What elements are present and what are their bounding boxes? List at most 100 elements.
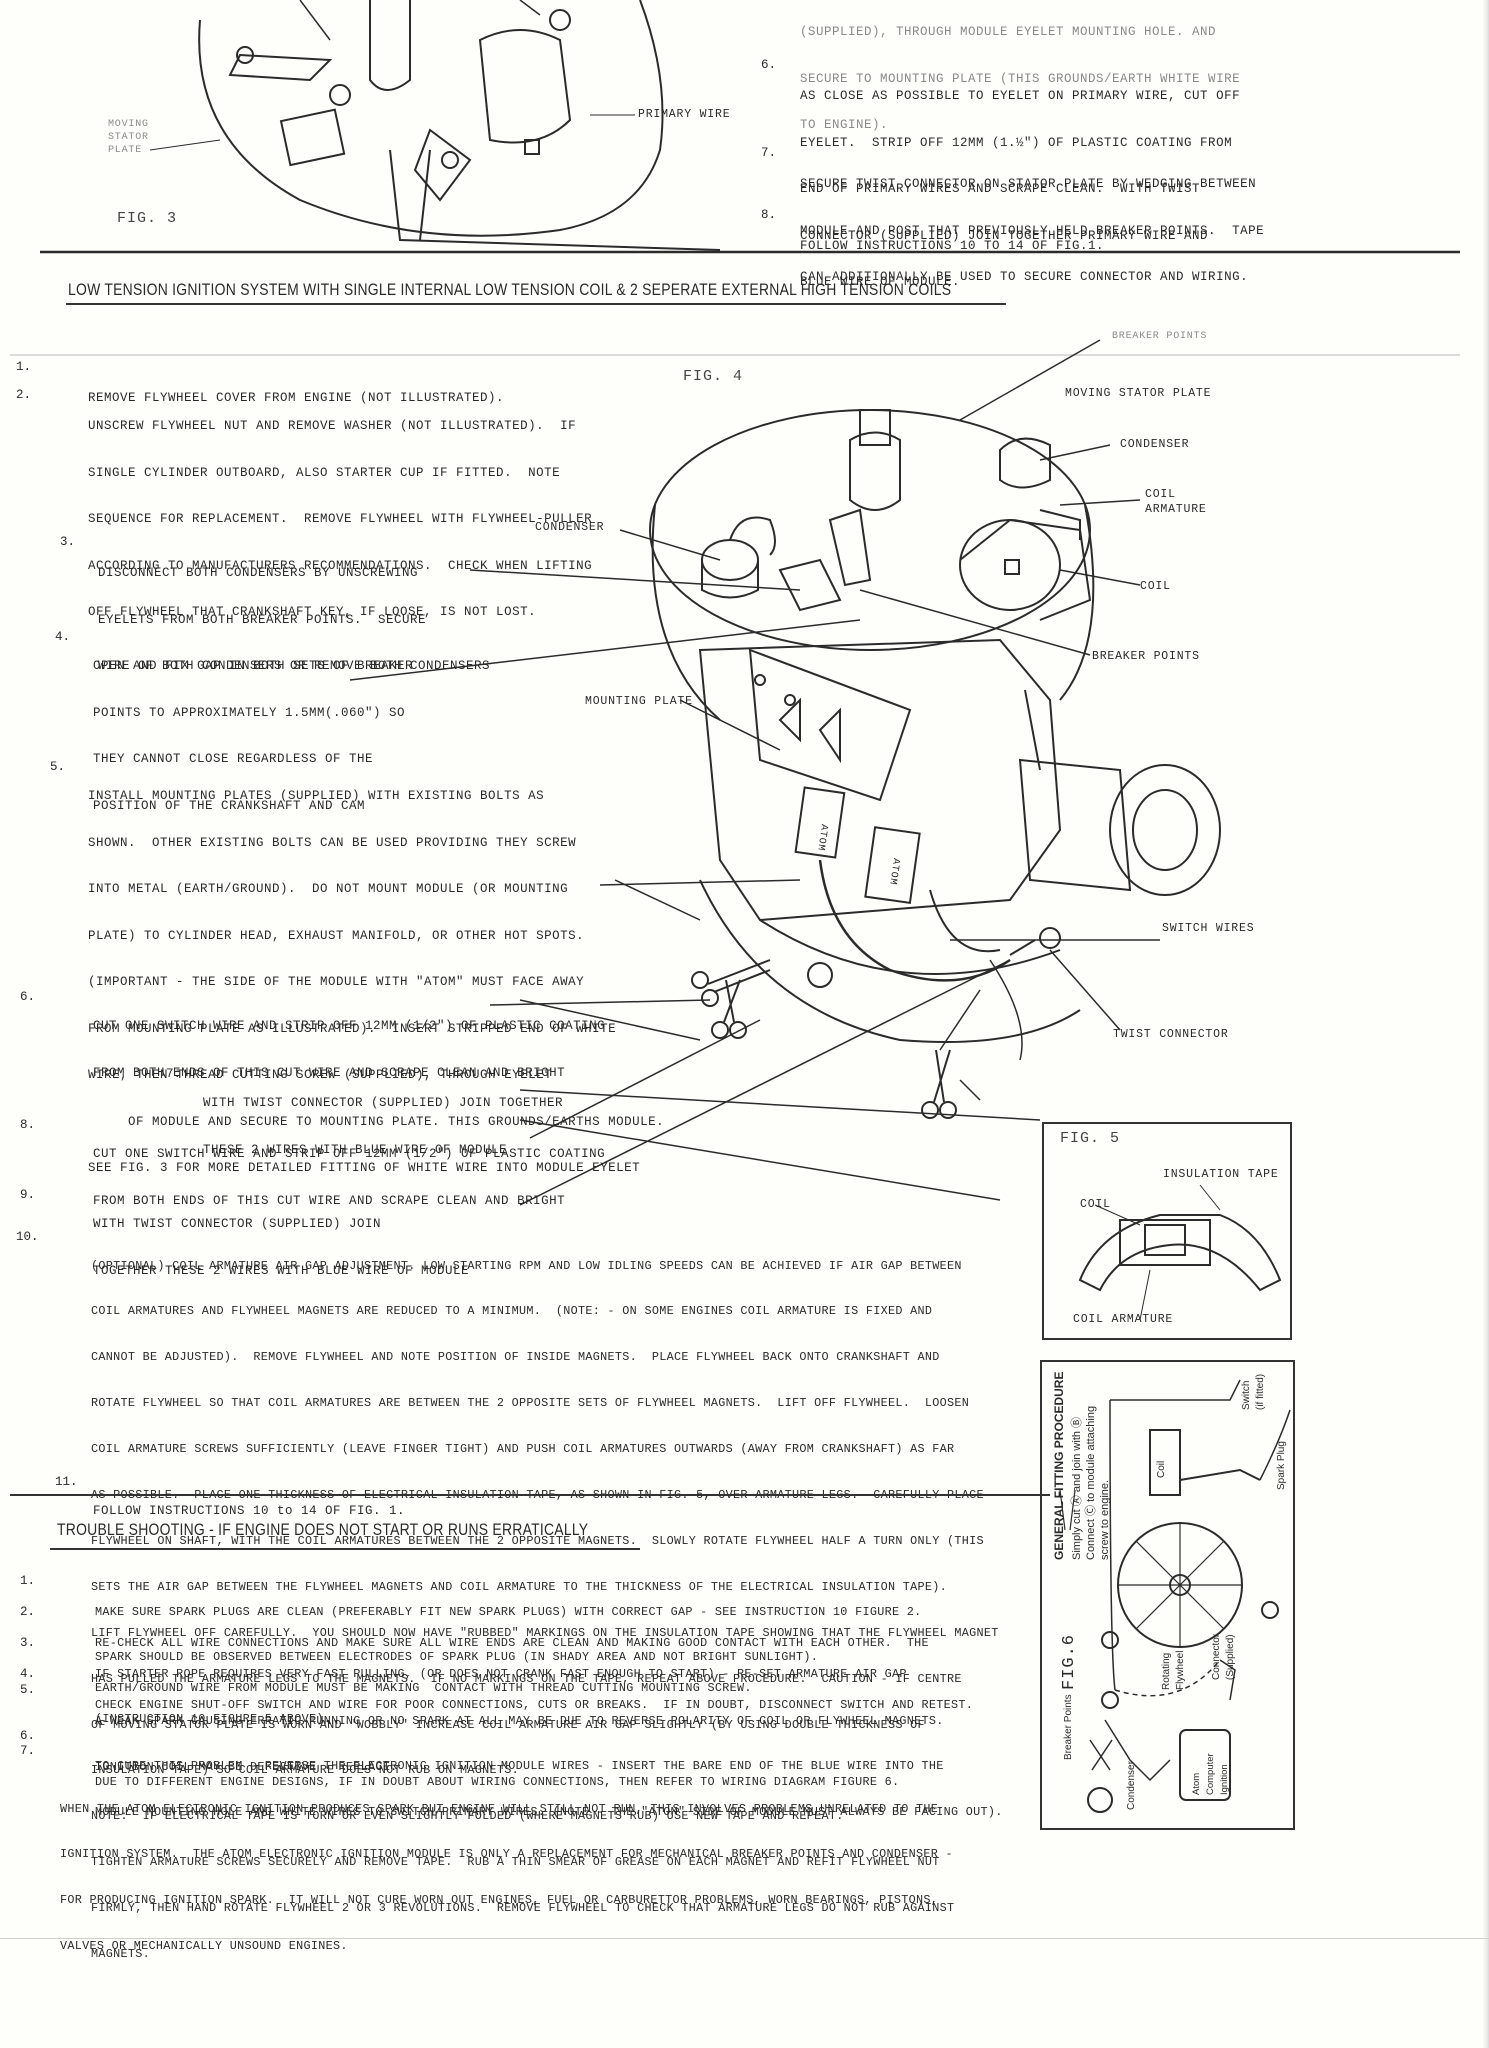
text-line: (SUPPLIED), THROUGH MODULE EYELET MOUNTI… — [800, 25, 1217, 39]
fig6-atom-label: Atom Computer Ignition — [1191, 1753, 1230, 1795]
fig4-cam-post — [849, 431, 901, 511]
s1-step-5-text: INSTALL MOUNTING PLATES (SUPPLIED) WITH … — [88, 758, 664, 1208]
text-line: CHECK ENGINE SHUT-OFF SWITCH AND WIRE FO… — [95, 1697, 974, 1712]
top-step-6-number: 6. — [761, 58, 777, 72]
s1-step-3-text: DISCONNECT BOTH CONDENSERS BY UNSCREWING… — [98, 535, 490, 706]
s1-step-1-text: REMOVE FLYWHEEL COVER FROM ENGINE (NOT I… — [88, 360, 504, 438]
text-line: THESE 2 WIRES WITH BLUE WIRE OF MODULE — [203, 1142, 508, 1157]
top-step-8-number: 8. — [761, 208, 777, 222]
trouble-7-number: 7. — [20, 1744, 36, 1758]
text-line: CAN ADDITIONALLY BE USED TO SECURE CONNE… — [800, 270, 1249, 284]
text-line: VALVES OR MECHANICALLY UNSOUND ENGINES. — [60, 1939, 348, 1954]
text-line: OF MODULE AND SECURE TO MOUNTING PLATE. … — [88, 1114, 665, 1129]
top-step-5-continued: (SUPPLIED), THROUGH MODULE EYELET MOUNTI… — [800, 0, 1240, 165]
fig6-switch-label: Switch (if fitted) — [1241, 1373, 1266, 1410]
page-edge — [1482, 0, 1488, 2048]
text-line: INTO METAL (EARTH/GROUND). DO NOT MOUNT … — [88, 882, 569, 896]
text-line: DUE TO DIFFERENT ENGINE DESIGNS, IF IN D… — [95, 1774, 900, 1789]
s1-step-3-number: 3. — [60, 535, 76, 549]
fig6-condenser-label: Condenser — [1126, 1761, 1137, 1810]
trouble-6-number: 6. — [20, 1729, 36, 1743]
s1-step-4-number: 4. — [55, 630, 71, 644]
section-divider — [10, 1494, 1050, 1496]
s1-step-2-number: 2. — [16, 388, 32, 402]
fig3-primary-wire-label: PRIMARY WIRE — [638, 108, 731, 121]
top-step-8-text: FOLLOW INSTRUCTIONS 10 TO 14 OF FIG.1. — [800, 208, 1104, 286]
text-line: ACCORDING TO MANUFACTURERS RECOMMENDATIO… — [88, 558, 593, 573]
text-line: BLUE WIRE OF MODULE. — [800, 275, 961, 289]
text-line: WIRE OF BOTH CONDENSERS OR REMOVE BOTH C… — [98, 659, 491, 673]
fig6-module — [1179, 1729, 1231, 1801]
text-line: RE-CHECK ALL WIRE CONNECTIONS AND MAKE S… — [95, 1635, 929, 1650]
fig4-switch-wires-label: SWITCH WIRES — [1162, 922, 1255, 935]
text-line: EYELET. STRIP OFF 12MM (1.½") OF PLASTIC… — [800, 135, 1233, 150]
text-line: UNSCREW FLYWHEEL NUT AND REMOVE WASHER (… — [88, 419, 577, 433]
trouble-7-text: DUE TO DIFFERENT ENGINE DESIGNS, IF IN D… — [95, 1744, 899, 1820]
fig4-twist-connector-left — [807, 962, 833, 988]
s1-step-6-number: 6. — [20, 990, 36, 1004]
fig4-twist-connector-right — [1039, 927, 1061, 949]
fig6-caption: FIG.6 — [1060, 1633, 1079, 1690]
fig4-breaker-points — [778, 558, 842, 612]
text-line: (INSTRUCTION 10 FIGURE 5 ABOVE). — [95, 1712, 332, 1727]
trouble-3-number: 3. — [20, 1636, 36, 1650]
text-line: POSITION OF THE CRANKSHAFT AND CAM — [93, 798, 366, 813]
trouble-3-text: IF STARTER ROPE REQUIRES VERY FAST PULLI… — [95, 1636, 907, 1758]
fig5-caption: FIG. 5 — [1060, 1130, 1121, 1147]
fig5-coil — [1119, 1219, 1211, 1266]
fig4-breaker-points-label: BREAKER POINTS — [1092, 650, 1200, 663]
fig6-coil-label: Coil — [1156, 1460, 1167, 1478]
top-step-6-text: AS CLOSE AS POSSIBLE TO EYELET ON PRIMAR… — [800, 58, 1240, 322]
text-line: DISCONNECT BOTH CONDENSERS BY UNSCREWING — [98, 566, 419, 580]
fig4-moving-stator-plate-label: MOVING STATOR PLATE — [1065, 387, 1212, 400]
text-line: WIRE, THEN THREAD CUTTING SCREW (SUPPLIE… — [88, 1068, 553, 1082]
trouble-2-text: RE-CHECK ALL WIRE CONNECTIONS AND MAKE S… — [95, 1605, 929, 1727]
s1-step-8-number: 8. — [20, 1118, 36, 1132]
fig6-rotating-flywheel-label: Rotating Flywheel — [1161, 1650, 1186, 1690]
fig4-condenser-left-label: CONDENSER — [535, 521, 605, 534]
text-line: EYELETS FROM BOTH BREAKER POINTS. SECURE — [98, 612, 427, 627]
text-line: POINTS TO APPROXIMATELY 1.5MM(.060") SO — [93, 705, 406, 720]
text-line: SHOWN. OTHER EXISTING BOLTS CAN BE USED … — [88, 835, 577, 850]
fig6-coil — [1149, 1429, 1181, 1496]
text-line: FOR PRODUCING IGNITION SPARK. IT WILL NO… — [60, 1893, 939, 1908]
trouble-5-text: A WEAK SPARK CAUSING ERRATIC RUNNING OR … — [95, 1683, 1003, 1851]
text-line: CUT ONE SWITCH WIRE AND STRIP OFF 12MM (… — [93, 1019, 606, 1033]
fig5-armature — [1078, 1214, 1282, 1292]
text-line: HAS PULLED THE ARMATURE LEGS TO THE MAGN… — [91, 1671, 962, 1686]
fig3-connector — [329, 84, 351, 106]
text-line: MODULE AND POST THAT PREVIOUSLY HELD BRE… — [800, 223, 1265, 238]
s1-step-2-text: UNSCREW FLYWHEEL NUT AND REMOVE WASHER (… — [88, 388, 592, 652]
text-line: OPEN AND FIX GAP IN BOTH SETS OF BREAKER — [93, 659, 414, 673]
text-line: SEQUENCE FOR REPLACEMENT. REMOVE FLYWHEE… — [88, 512, 593, 526]
s1-step-6-text: CUT ONE SWITCH WIRE AND STRIP OFF 12MM (… — [93, 988, 605, 1112]
text-line: MAKE SURE SPARK PLUGS ARE CLEAN (PREFERA… — [95, 1604, 922, 1619]
s1-step-9-number: 9. — [20, 1188, 36, 1202]
text-line: MODULE MOUNTING HOLE AND WHITE WIRES TO … — [95, 1805, 1003, 1820]
text-line: FIRMLY, THEN HAND ROTATE FLYWHEEL 2 OR 3… — [91, 1901, 955, 1916]
fig5-insulation-tape-label: INSULATION TAPE — [1163, 1168, 1279, 1181]
trouble-5-number: 5. — [20, 1683, 36, 1697]
fig3-coil — [478, 29, 572, 144]
s1-step-10-number: 10. — [16, 1230, 39, 1244]
fig6-title: GENERAL FITTING PROCEDURE — [1052, 1371, 1066, 1560]
text-line: ROTATE FLYWHEEL SO THAT COIL ARMATURES A… — [91, 1396, 970, 1411]
text-line: CONNECTOR (SUPPLIED) JOIN TOGETHER PRIMA… — [800, 228, 1209, 243]
text-line: SECURE TWIST CONNECTOR ON STATOR PLATE B… — [800, 177, 1257, 191]
trouble-heading-underline — [50, 1548, 640, 1550]
text-line: IGNITION SYSTEM. THE ATOM ELECTRONIC IGN… — [60, 1847, 953, 1862]
trouble-4-number: 4. — [20, 1667, 36, 1681]
text-line: COIL ARMATURES AND FLYWHEEL MAGNETS ARE … — [91, 1304, 933, 1319]
s1-step-7-text: WITH TWIST CONNECTOR (SUPPLIED) JOIN TOG… — [203, 1065, 563, 1189]
s1-step-5-number: 5. — [50, 760, 66, 774]
fig4-caption: FIG. 4 — [683, 368, 744, 385]
trouble-6-text: IGNITION COIL MAY BE DEFECTIVE - REPLACE… — [95, 1729, 398, 1805]
fig6-connector-label: Connector (Supplied) — [1211, 1633, 1236, 1680]
text-line: AS CLOSE AS POSSIBLE TO EYELET ON PRIMAR… — [800, 89, 1241, 103]
fig4-scissors-bottom — [921, 1049, 957, 1119]
fig4-scissors-left — [691, 959, 771, 1007]
trouble-1-number: 1. — [20, 1574, 36, 1588]
fig5-box — [1042, 1122, 1292, 1340]
fig4-mounting-plate-label: MOUNTING PLATE — [585, 695, 693, 708]
